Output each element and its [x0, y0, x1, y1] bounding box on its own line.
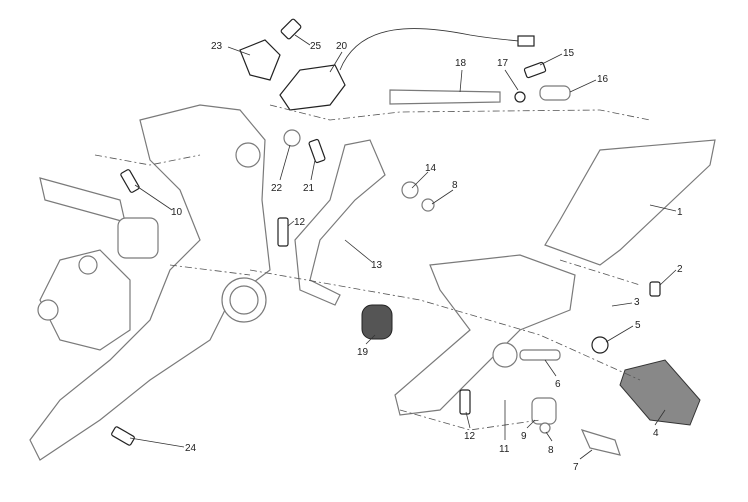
pin [519, 349, 561, 361]
callout-12-bottom: 12 [464, 431, 476, 442]
footpeg [619, 359, 701, 426]
brake-switch-wire [339, 28, 526, 71]
callout-8-top: 8 [452, 180, 458, 191]
callout-19: 19 [357, 347, 369, 358]
callout-1: 1 [677, 207, 683, 218]
pushrod [389, 89, 501, 105]
callout-24: 24 [185, 443, 197, 454]
callout-5: 5 [635, 320, 641, 331]
bushing [117, 217, 159, 259]
callout-21: 21 [303, 183, 315, 194]
callout-6: 6 [555, 379, 561, 390]
pin-7 [580, 429, 621, 456]
spacer-tube [39, 177, 126, 223]
callout-11: 11 [499, 444, 510, 455]
callout-12-top: 12 [294, 217, 306, 228]
callout-22: 22 [271, 183, 283, 194]
heel-guard [544, 139, 716, 266]
callout-14: 14 [425, 163, 437, 174]
callout-8-bottom: 8 [548, 445, 554, 456]
footpeg-bracket [394, 254, 576, 416]
screws [111, 18, 661, 446]
callout-13: 13 [371, 260, 383, 271]
nut [514, 91, 526, 103]
leader-lines [129, 34, 677, 460]
bushing-9 [531, 397, 557, 425]
reservoir-cap [239, 39, 281, 81]
frame-hole [235, 142, 261, 168]
callout-10: 10 [171, 207, 183, 218]
callout-18: 18 [455, 58, 467, 69]
callout-20: 20 [336, 41, 348, 52]
assembly-lines [94, 104, 651, 431]
callout-17: 17 [497, 58, 509, 69]
brake-pedal [294, 139, 386, 306]
pedal-rubber [361, 304, 393, 340]
master-cylinder [279, 64, 346, 111]
callout-15: 15 [563, 48, 575, 59]
frame-bracket [29, 104, 271, 461]
bracket-hole [37, 299, 59, 321]
wire-connector [517, 35, 535, 47]
pivot-hole [492, 342, 518, 368]
callout-3: 3 [634, 297, 640, 308]
callout-2: 2 [677, 264, 683, 275]
callout-16: 16 [597, 74, 609, 85]
callout-9: 9 [521, 431, 527, 442]
callout-7: 7 [573, 462, 579, 473]
bracket-hole [78, 255, 98, 275]
callouts: 23 25 20 15 18 17 16 22 21 14 8 10 12 1 … [171, 41, 683, 473]
spring [591, 336, 609, 354]
frame-hole [229, 285, 259, 315]
callout-25: 25 [310, 41, 322, 52]
callout-23: 23 [211, 41, 223, 52]
rod-end [539, 85, 571, 101]
callout-4: 4 [653, 428, 659, 439]
